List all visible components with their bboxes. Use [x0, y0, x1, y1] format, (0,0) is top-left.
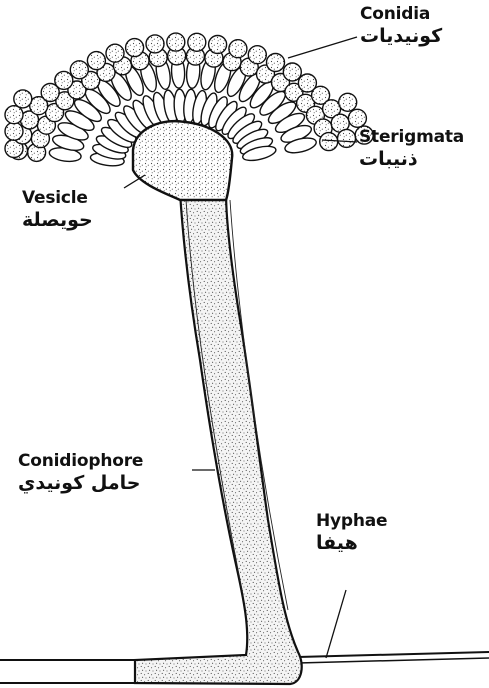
conidium [248, 46, 266, 64]
conidium [338, 129, 356, 147]
sterigmata-label-en: Sterigmata [359, 129, 464, 147]
conidium [167, 33, 185, 51]
conidium [283, 63, 301, 81]
conidia-label-ar: كونيديات [360, 27, 442, 47]
conidium [5, 122, 23, 140]
conidium [87, 52, 105, 70]
hyphae-leader [326, 590, 346, 658]
hyphae-label-en: Hyphae [316, 513, 387, 531]
conidia-label: Conidia كونيديات [360, 6, 442, 47]
conidium [229, 40, 247, 58]
sterigmata-label-ar: ذنيبات [359, 150, 464, 170]
conidium [188, 33, 206, 51]
vesicle-label: Vesicle حويصلة [22, 190, 93, 231]
conidia-label-en: Conidia [360, 6, 442, 24]
conidium [106, 44, 124, 62]
conidium [267, 54, 285, 72]
conidium [55, 71, 73, 89]
conidium [70, 61, 88, 79]
conidium [339, 93, 357, 111]
conidium [348, 109, 366, 127]
conidium [320, 133, 338, 151]
vesicle-label-ar: حويصلة [22, 211, 93, 231]
conidium [126, 39, 144, 57]
conidiophore-label-ar: حامل كونيدي [18, 474, 143, 494]
hyphae-label-ar: هيفا [316, 534, 387, 554]
conidium [146, 35, 164, 53]
vesicle-label-en: Vesicle [22, 190, 93, 208]
hyphae-label: Hyphae هيفا [316, 513, 387, 554]
conidiophore-label-en: Conidiophore [18, 453, 143, 471]
sterigmata-label: Sterigmata ذنيبات [359, 129, 464, 170]
conidiophore-label: Conidiophore حامل كونيدي [18, 453, 143, 494]
conidia-leader [288, 37, 357, 58]
conidium [209, 36, 227, 54]
conidium [5, 106, 23, 124]
vesicle [133, 121, 232, 200]
conidium [14, 90, 32, 108]
conidiophore-stalk [135, 192, 302, 684]
